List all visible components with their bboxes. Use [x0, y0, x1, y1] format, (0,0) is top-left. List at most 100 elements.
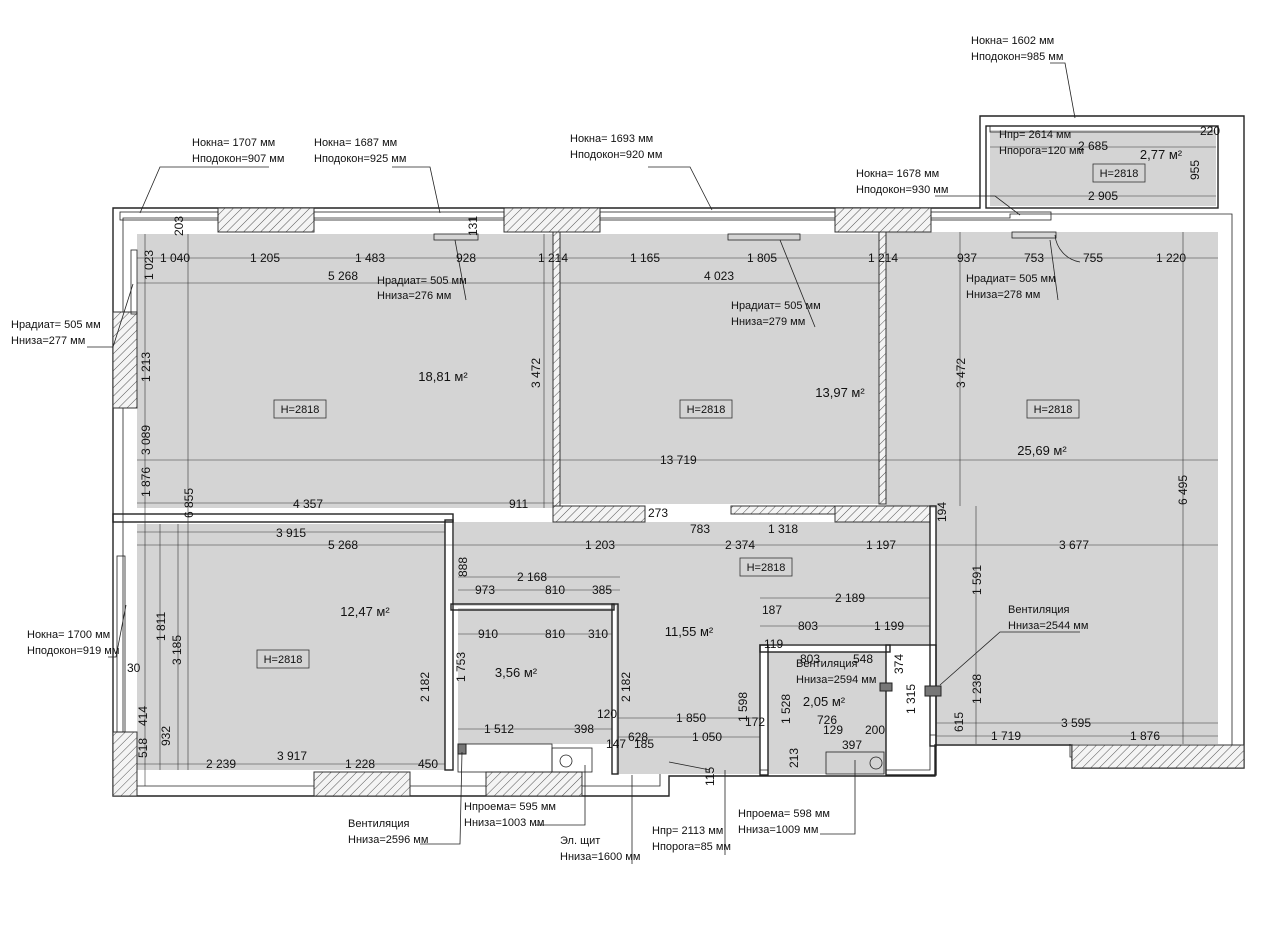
- dim-text: 1 811: [154, 612, 168, 641]
- window-frame: [930, 211, 1052, 221]
- window-note-2-sill: Hподокон=925 мм: [314, 153, 406, 165]
- dim-text: 1 220: [1156, 251, 1186, 265]
- window-note-1-sill: Hподокон=907 мм: [192, 153, 284, 165]
- radiator: [727, 233, 801, 241]
- leader-line: [108, 604, 127, 658]
- partition-wall: [450, 603, 615, 611]
- dim-text: 1 050: [692, 730, 722, 744]
- dim-text: 147: [606, 737, 626, 751]
- leader-line: [535, 765, 586, 826]
- dim-text: 213: [787, 748, 801, 768]
- dim-text: 1 876: [139, 467, 153, 497]
- dim-text: 753: [1024, 251, 1044, 265]
- dim-text: 910: [478, 627, 498, 641]
- window-note-5: Hокна= 1602 мм: [971, 35, 1054, 47]
- radiator: [1011, 231, 1057, 239]
- dim-text: 1 753: [454, 652, 468, 682]
- partition-wall: [929, 505, 937, 747]
- dim-text: 203: [172, 216, 186, 236]
- dim-text: 1 040: [160, 251, 190, 265]
- partition-wall: [112, 513, 454, 523]
- window-frame: [119, 211, 219, 221]
- radiator-note-1: Hрадиат= 505 мм: [11, 319, 101, 331]
- radiator-note-3-bottom: Hниза=279 мм: [731, 316, 805, 328]
- dim-text: 3 595: [1061, 716, 1091, 730]
- leader-line: [1050, 62, 1076, 119]
- vent-note-3: Вентиляция: [348, 818, 410, 830]
- dim-text: 3 472: [954, 358, 968, 388]
- radiator-note-2: Hрадиат= 505 мм: [377, 275, 467, 287]
- dim-text: 3 917: [277, 749, 307, 763]
- dim-text: 2 239: [206, 757, 236, 771]
- entrance-threshold: Hпорога=85 мм: [652, 841, 731, 853]
- dim-text: 414: [136, 706, 150, 726]
- dim-text: 755: [1083, 251, 1103, 265]
- dim-text: 200: [865, 723, 885, 737]
- radiator: [130, 249, 138, 315]
- window-note-6: Hокна= 1700 мм: [27, 629, 110, 641]
- svg-text:H=2818: H=2818: [1034, 404, 1073, 416]
- dim-text: 4 023: [704, 269, 734, 283]
- leader-line: [139, 166, 269, 214]
- wall-pier: [1071, 744, 1245, 769]
- svg-text:H=2818: H=2818: [687, 404, 726, 416]
- dim-text: 1 238: [970, 674, 984, 704]
- window-frame: [989, 125, 1213, 133]
- wall-pier: [485, 771, 583, 797]
- window-note-3-sill: Hподокон=920 мм: [570, 149, 662, 161]
- height-label-balcony: H=2818: [1092, 163, 1146, 183]
- dim-text: 5 268: [328, 269, 358, 283]
- sink: [551, 747, 593, 773]
- dim-text: 1 876: [1130, 729, 1160, 743]
- room-3-floor-top: [886, 232, 1218, 508]
- opening-note-1-bottom: Hниза=1003 мм: [464, 817, 544, 829]
- wall-pier: [112, 731, 138, 797]
- wall-pier: [503, 207, 601, 233]
- dim-text: 310: [588, 627, 608, 641]
- dim-text: 5 268: [328, 538, 358, 552]
- dim-text: 120: [597, 707, 617, 721]
- svg-text:H=2818: H=2818: [747, 562, 786, 574]
- dim-text: 1 165: [630, 251, 660, 265]
- leader-line: [1049, 239, 1059, 301]
- room-area-room-7: 2,05 м²: [803, 694, 846, 709]
- window-note-3: Hокна= 1693 мм: [570, 133, 653, 145]
- dim-text: 397: [842, 738, 862, 752]
- partition-wall: [878, 231, 887, 505]
- leader-line: [420, 751, 463, 845]
- dim-text: 1 214: [868, 251, 898, 265]
- panel-note-bottom: Hниза=1600 мм: [560, 851, 640, 863]
- door-swing: [1054, 234, 1081, 263]
- room-1-floor: [137, 234, 554, 508]
- room-6-floor-right: [760, 604, 930, 644]
- height-label-room-3: H=2818: [1026, 399, 1080, 419]
- leader-line: [648, 166, 713, 211]
- dim-text: 1 512: [484, 722, 514, 736]
- partition-wall: [730, 505, 836, 515]
- room-area-room-1: 18,81 м²: [418, 369, 468, 384]
- dim-text: 273: [648, 506, 668, 520]
- dim-text: 2 189: [835, 591, 865, 605]
- window-note-5-sill: Hподокон=985 мм: [971, 51, 1063, 63]
- dim-text: 1 483: [355, 251, 385, 265]
- dim-text: 928: [456, 251, 476, 265]
- room-area-room-2: 13,97 м²: [815, 385, 865, 400]
- dim-text: 937: [957, 251, 977, 265]
- room-2-floor: [560, 234, 879, 504]
- vertical-dimension-labels: 203 131 1 023 1 213 3 089 1 876 6 855 3 …: [136, 160, 1202, 786]
- room-area-balcony: 2,77 м²: [1140, 147, 1183, 162]
- partition-wall: [611, 603, 619, 775]
- toilet-icon: [869, 756, 883, 770]
- dim-text: 3 677: [1059, 538, 1089, 552]
- vent-note-2-bottom: Hниза=2594 мм: [796, 674, 876, 686]
- dim-text: 131: [466, 216, 480, 236]
- dim-text: 1 598: [736, 692, 750, 722]
- dim-text: 194: [935, 502, 949, 522]
- dim-text: 803: [798, 619, 818, 633]
- dim-text: 1 205: [250, 251, 280, 265]
- window-note-4: Hокна= 1678 мм: [856, 168, 939, 180]
- dim-text: 1 203: [585, 538, 615, 552]
- balcony-floor: [990, 130, 1216, 206]
- leader-line: [392, 166, 441, 214]
- dim-text: 1 805: [747, 251, 777, 265]
